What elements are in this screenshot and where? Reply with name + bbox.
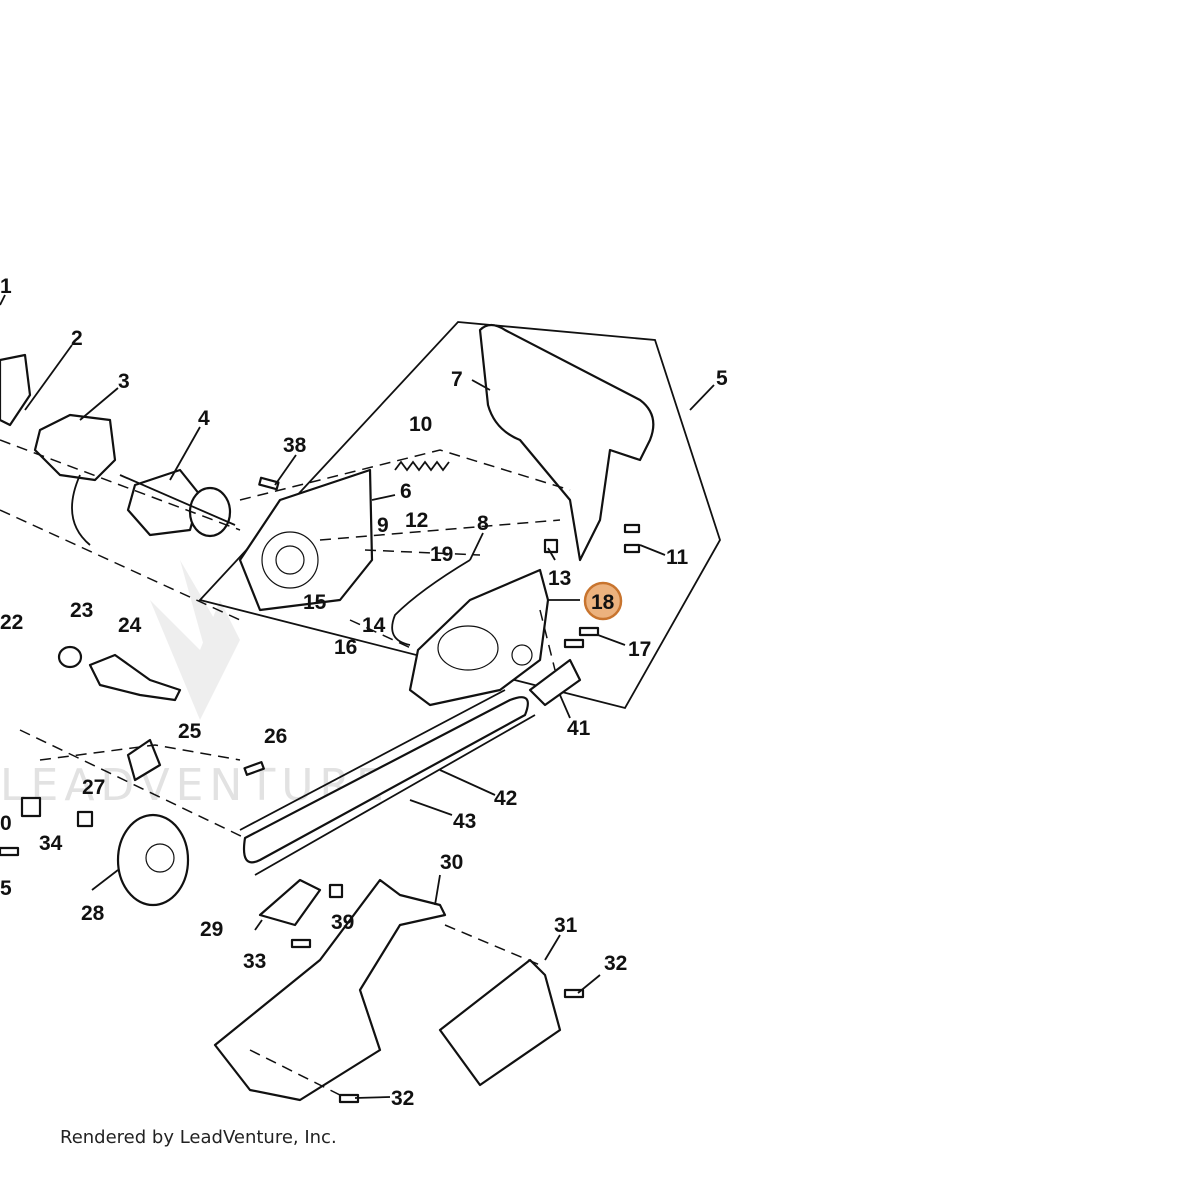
part-18-sprocket-window <box>437 625 499 671</box>
callout-labels: 1 2 3 4 5 6 7 8 9 10 11 12 13 14 15 16 1… <box>0 275 728 1110</box>
part-31-guard <box>438 958 562 1087</box>
callout-5[interactable]: 5 <box>716 367 728 390</box>
callout-2[interactable]: 2 <box>71 327 83 350</box>
callout-27[interactable]: 27 <box>82 776 105 799</box>
part-24-lever <box>88 653 182 702</box>
callout-23[interactable]: 23 <box>70 599 93 622</box>
leader-lines <box>0 294 715 1099</box>
callout-3[interactable]: 3 <box>118 370 130 393</box>
part-6-hole-inner <box>275 545 305 575</box>
screws <box>0 476 641 1104</box>
highlight-circle-18 <box>583 581 623 621</box>
part-18-boss <box>511 644 533 666</box>
callout-30[interactable]: 30 <box>440 851 463 874</box>
callout-9[interactable]: 9 <box>377 514 389 537</box>
callout-32-right[interactable]: 32 <box>604 952 627 975</box>
assembly-lines <box>0 439 571 1101</box>
part-4-shaft <box>119 474 236 526</box>
callout-28[interactable]: 28 <box>81 902 105 925</box>
part-18-cover <box>408 568 550 707</box>
part-4-armature <box>126 468 202 537</box>
callout-6[interactable]: 6 <box>400 480 412 503</box>
footer-credit: Rendered by LeadVenture, Inc. <box>60 1127 337 1148</box>
callout-4[interactable]: 4 <box>198 407 210 430</box>
callout-34[interactable]: 34 <box>39 832 63 855</box>
part-23-cap <box>57 645 83 669</box>
part-41-cover <box>528 658 582 707</box>
part-7-cover <box>478 323 655 562</box>
part-3-stator <box>33 413 117 482</box>
callout-8[interactable]: 8 <box>477 512 489 535</box>
callout-16[interactable]: 16 <box>334 636 357 659</box>
part-1-end-cap <box>0 353 32 427</box>
callout-22[interactable]: 22 <box>0 611 23 634</box>
part-28-hub <box>145 843 175 873</box>
part-42-guide-bar <box>242 696 529 864</box>
callout-25[interactable]: 25 <box>178 720 202 743</box>
callout-5-left[interactable]: 5 <box>0 877 12 900</box>
callout-24[interactable]: 24 <box>118 614 142 637</box>
callout-13[interactable]: 13 <box>548 567 571 590</box>
watermark-logo <box>150 560 240 720</box>
callout-26[interactable]: 26 <box>264 725 287 748</box>
callout-43[interactable]: 43 <box>453 810 476 833</box>
callout-32-bottom[interactable]: 32 <box>391 1087 414 1110</box>
part-4-commutator <box>188 486 232 538</box>
callout-42[interactable]: 42 <box>494 787 517 810</box>
callout-14[interactable]: 14 <box>362 614 386 637</box>
callout-41[interactable]: 41 <box>567 717 591 740</box>
callout-11[interactable]: 11 <box>666 546 689 569</box>
part-6-side-plate <box>238 468 374 612</box>
callout-7[interactable]: 7 <box>451 368 463 391</box>
part-43-chain <box>239 689 536 876</box>
part-29-plate <box>258 878 322 927</box>
callout-31[interactable]: 31 <box>554 914 578 937</box>
callout-18[interactable]: 18 <box>591 591 615 614</box>
callout-1[interactable]: 1 <box>0 275 12 298</box>
callout-39[interactable]: 39 <box>331 911 354 934</box>
callout-33[interactable]: 33 <box>243 950 266 973</box>
part-25-switch <box>126 738 162 782</box>
part-10-spring <box>394 460 450 472</box>
callout-29[interactable]: 29 <box>200 918 223 941</box>
callout-17[interactable]: 17 <box>628 638 651 661</box>
callout-10[interactable]: 10 <box>409 413 432 436</box>
callout-12[interactable]: 12 <box>405 509 428 532</box>
callout-0-left[interactable]: 0 <box>0 812 12 835</box>
callout-38[interactable]: 38 <box>283 434 307 457</box>
callout-15[interactable]: 15 <box>303 591 327 614</box>
callout-19[interactable]: 19 <box>430 543 453 566</box>
part-30-handle <box>213 878 447 1102</box>
part-3-wire <box>71 474 91 546</box>
part-28-sprocket <box>116 813 190 907</box>
part-8-spring-wire <box>391 559 471 646</box>
part-6-hole <box>261 531 319 589</box>
